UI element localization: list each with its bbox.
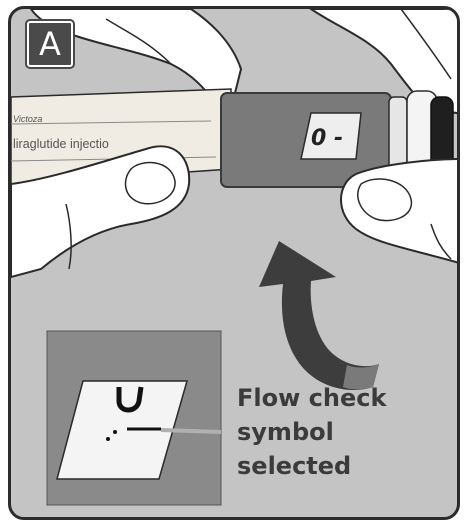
pen-drug-label: liraglutide injectio <box>13 137 109 151</box>
curved-rotate-arrow-icon <box>259 241 379 390</box>
caption-line-1: Flow check <box>237 381 437 415</box>
caption: Flow check symbol selected <box>237 381 437 483</box>
caption-line-3: selected <box>237 449 437 483</box>
dose-selector-closeup-icon <box>47 331 221 505</box>
step-label: A <box>27 21 73 67</box>
caption-line-2: symbol <box>237 415 437 449</box>
instruction-panel: A Victoza liraglutide injectio 0 - Flow … <box>8 6 460 520</box>
dose-window-reading: 0 - <box>311 126 343 151</box>
pen-brand-text: Victoza <box>13 114 42 124</box>
